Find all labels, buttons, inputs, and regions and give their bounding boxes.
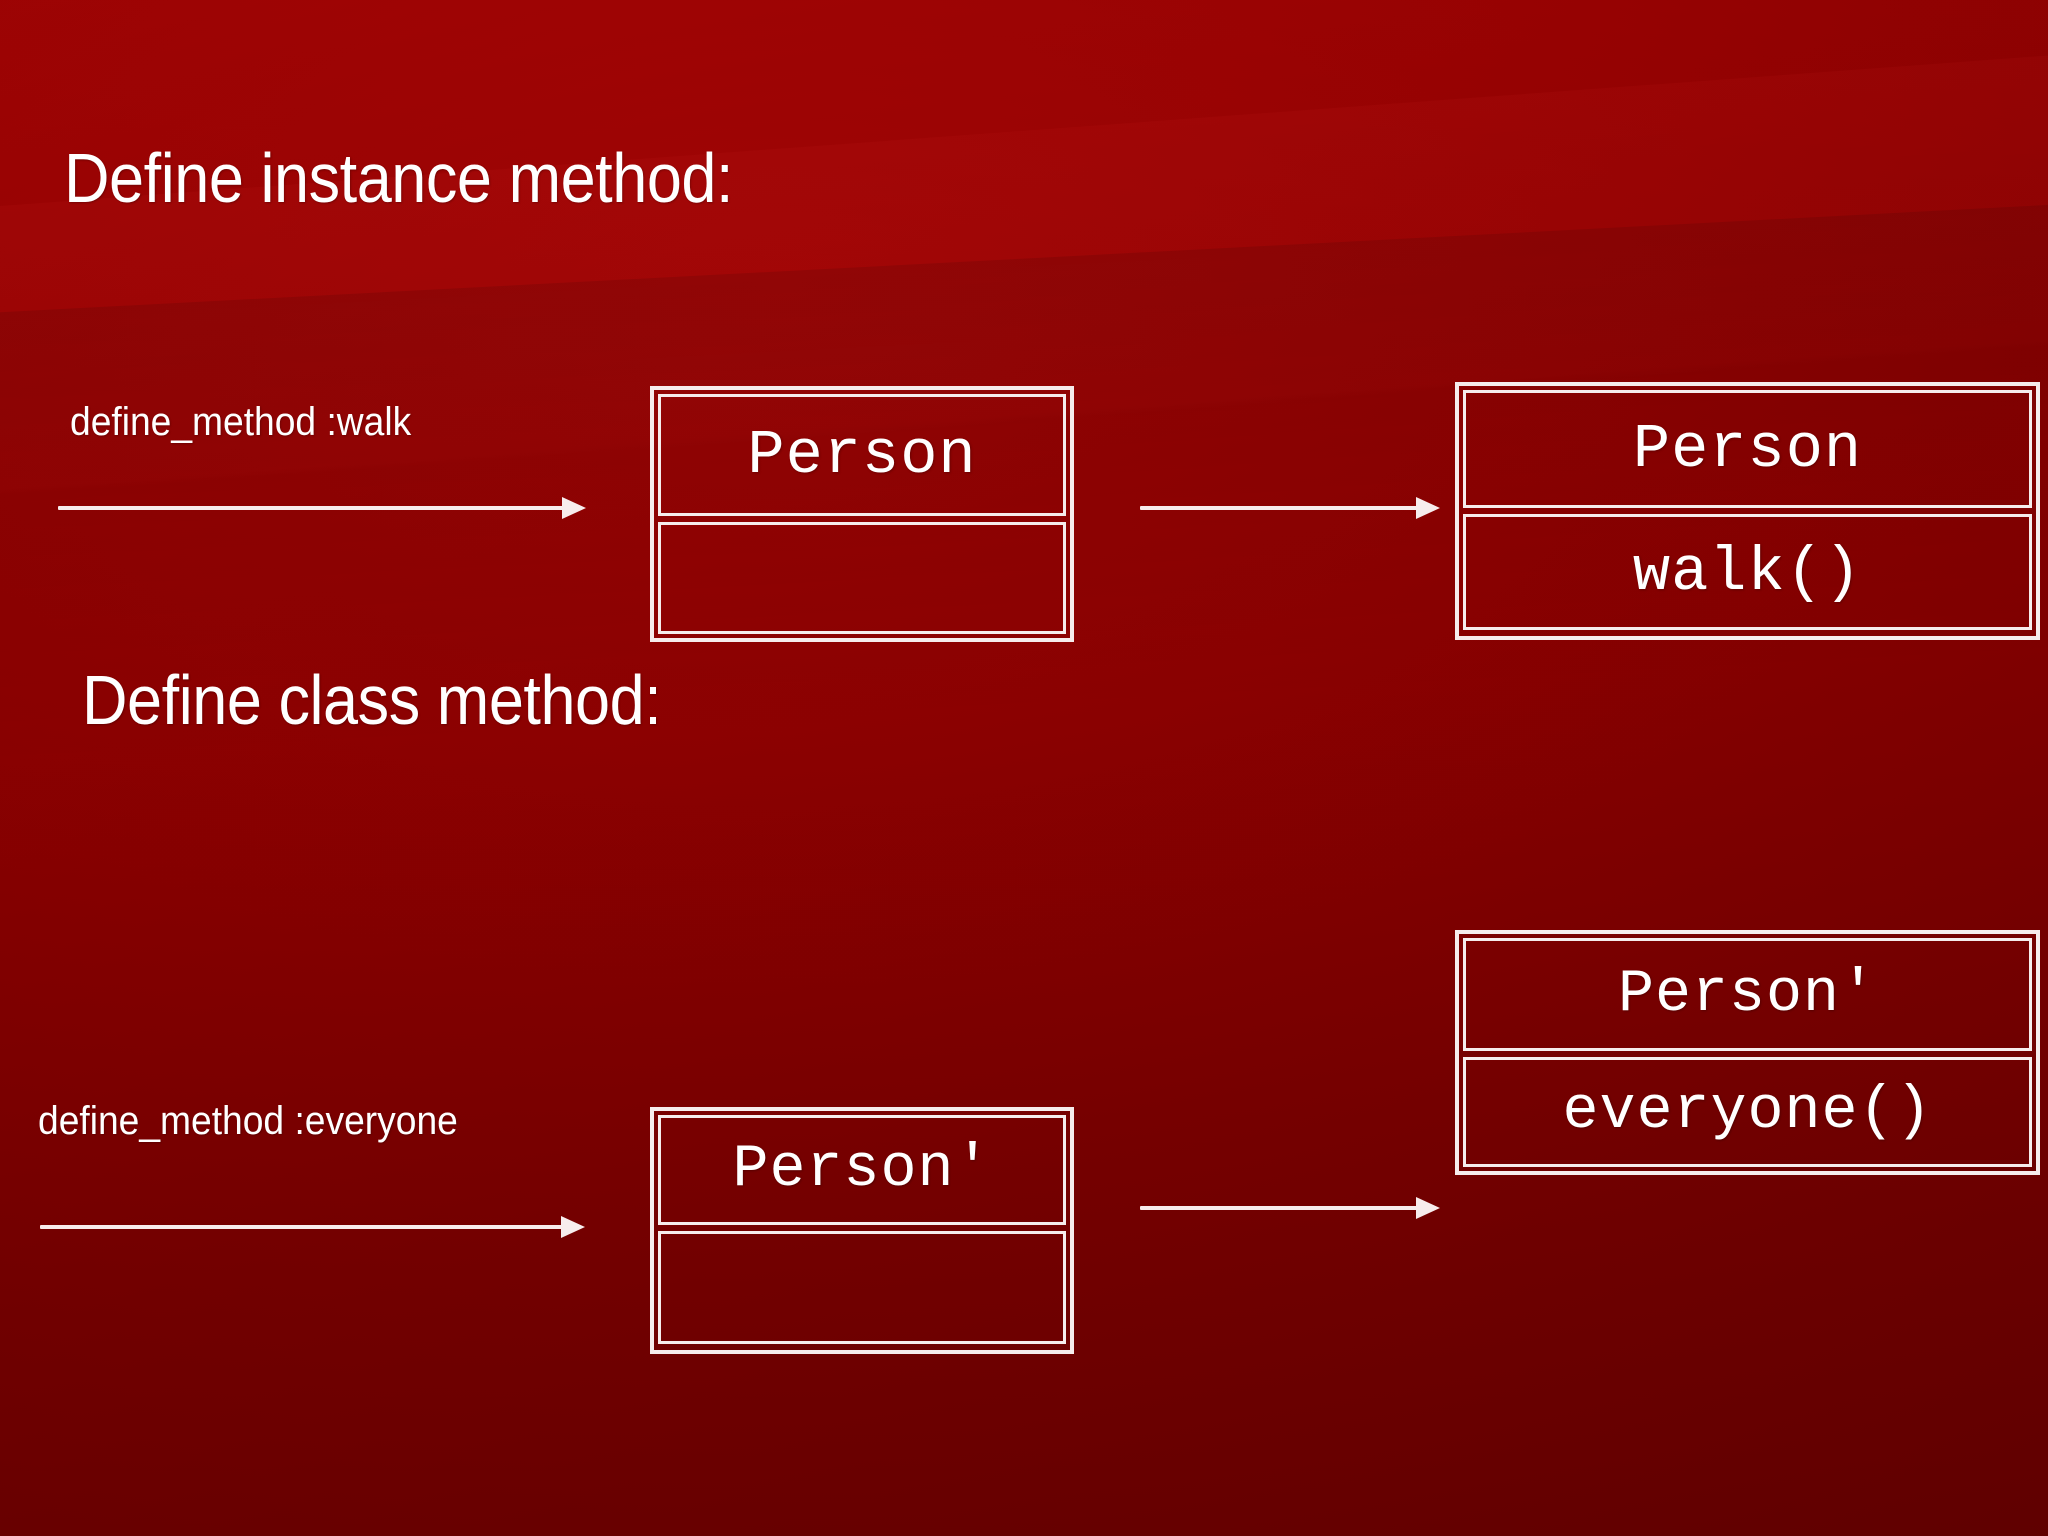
arrow-right-icon-define-everyone	[40, 1216, 585, 1238]
arrow-shaft	[58, 506, 564, 510]
heading-define-class-method: Define class method:	[82, 661, 662, 739]
uml-class-name: Person	[1632, 413, 1863, 485]
uml-class-box-person-after: Person walk()	[1455, 382, 2040, 640]
edge-label-define-method-walk: define_method :walk	[70, 400, 412, 444]
arrow-shaft	[40, 1225, 563, 1229]
arrow-right-icon-define-walk	[58, 497, 586, 519]
arrow-shaft	[1140, 506, 1418, 510]
arrow-right-icon-transform-person	[1140, 497, 1440, 519]
uml-operations-compartment: everyone()	[1463, 1057, 2032, 1167]
uml-class-box-person-prime-before: Person'	[650, 1107, 1074, 1354]
edge-label-define-method-everyone: define_method :everyone	[38, 1099, 458, 1143]
uml-class-name-compartment: Person	[1463, 390, 2032, 508]
arrow-head	[1416, 1197, 1440, 1219]
heading-define-instance-method: Define instance method:	[64, 139, 734, 217]
arrow-head	[1416, 497, 1440, 519]
arrow-shaft	[1140, 1206, 1418, 1210]
uml-class-name: Person	[747, 419, 977, 491]
uml-operations-compartment	[658, 522, 1066, 634]
uml-class-name: Person'	[1617, 960, 1878, 1029]
uml-class-name-compartment: Person	[658, 394, 1066, 516]
uml-class-box-person-prime-after: Person' everyone()	[1455, 930, 2040, 1175]
uml-class-box-person-before: Person	[650, 386, 1074, 642]
uml-operations-compartment: walk()	[1463, 514, 2032, 630]
uml-operation: walk()	[1632, 536, 1863, 608]
arrow-head	[562, 497, 586, 519]
uml-class-name-compartment: Person'	[1463, 938, 2032, 1051]
arrow-right-icon-transform-person-prime	[1140, 1197, 1440, 1219]
uml-class-name-compartment: Person'	[658, 1115, 1066, 1225]
arrow-head	[561, 1216, 585, 1238]
uml-class-name: Person'	[732, 1136, 992, 1204]
uml-operation: everyone()	[1562, 1078, 1933, 1146]
uml-operations-compartment	[658, 1231, 1066, 1344]
